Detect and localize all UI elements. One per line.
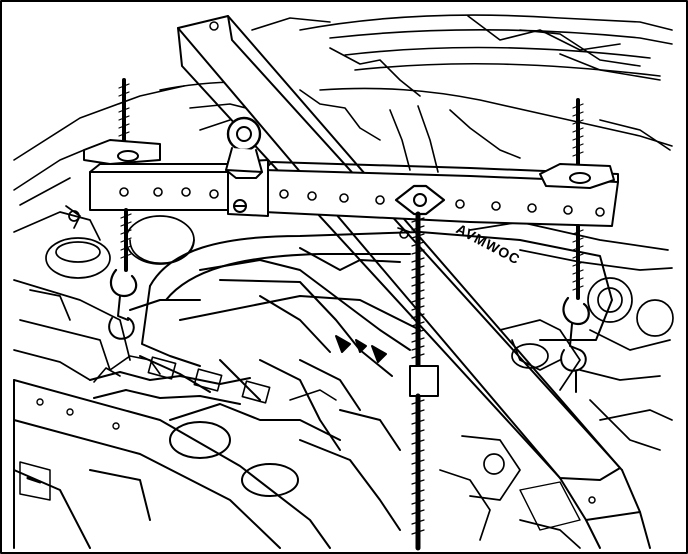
center-lift-rod — [394, 184, 446, 551]
support-beam — [177, 15, 651, 549]
right-engine-components — [439, 221, 674, 549]
left-hook-assembly — [83, 78, 161, 340]
left-engine-components — [13, 205, 195, 381]
engine-wordmark: AVMWOC — [454, 221, 524, 268]
lower-frame — [13, 371, 401, 549]
engine-lettering: AVMWOC — [454, 221, 524, 268]
engine-block — [129, 231, 613, 451]
support-crossbar — [89, 159, 619, 227]
crossbar-holes — [119, 187, 605, 217]
fuel-rail — [93, 355, 337, 404]
lifting-eyebolt — [225, 116, 263, 213]
hood-background — [13, 14, 673, 206]
right-hook-assembly — [539, 98, 615, 393]
